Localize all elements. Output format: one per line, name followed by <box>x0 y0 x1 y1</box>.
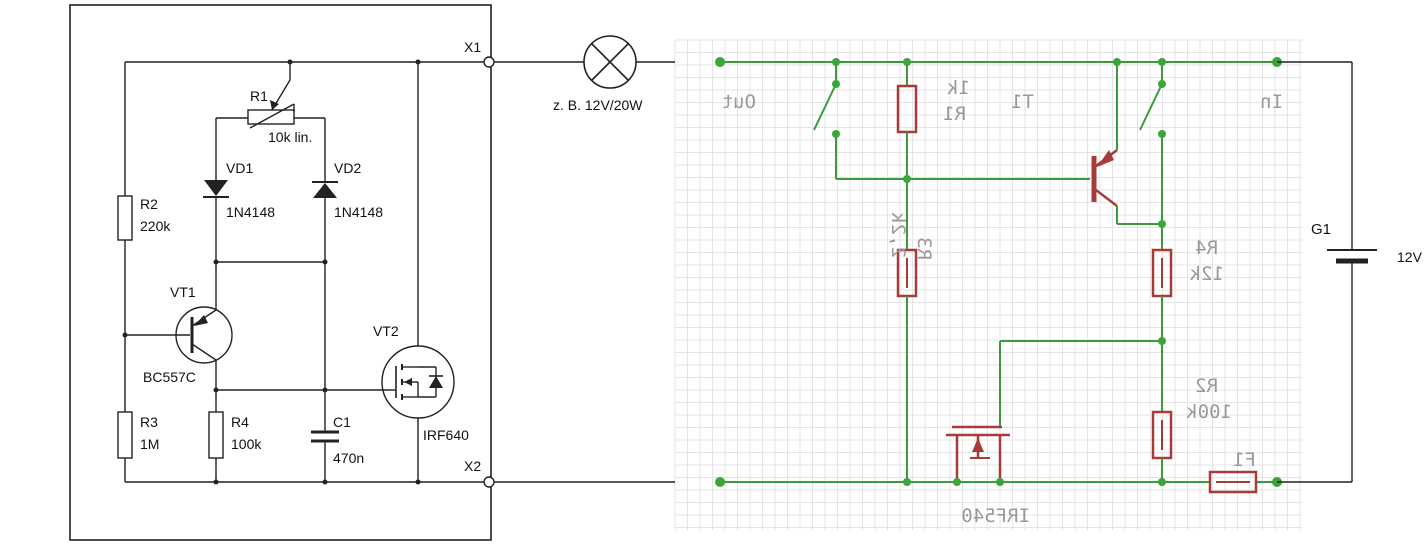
r4-right-label: R4 <box>1195 237 1218 259</box>
breadboard-grid <box>674 39 1302 530</box>
r1-right-value: 1k <box>947 77 970 99</box>
resistor-r2 <box>117 195 133 241</box>
transistor-t1 <box>1091 149 1118 207</box>
r4-value: 100k <box>231 436 262 452</box>
g1-value: 12V <box>1397 249 1423 265</box>
f1-label: F1 <box>1233 449 1256 471</box>
t1-label: T1 <box>1011 91 1034 113</box>
c1-label: C1 <box>333 414 351 430</box>
x2-label: X2 <box>464 458 481 474</box>
irf540-label: IRF540 <box>961 505 1030 527</box>
resistor-r3 <box>117 411 133 459</box>
transistor-vt1 <box>175 306 233 364</box>
r1-right-label: R1 <box>943 103 966 125</box>
x1-label: X1 <box>464 39 481 55</box>
lamp-label: z. B. 12V/20W <box>553 97 643 113</box>
resistor-r1-right <box>896 84 918 134</box>
r2-value: 220k <box>140 218 171 234</box>
r2-label: R2 <box>140 196 158 212</box>
vt2-value: IRF640 <box>423 427 469 443</box>
r3-right-value: 2,2k <box>887 212 909 258</box>
vt1-value: BC557C <box>143 369 196 385</box>
vd1-label: VD1 <box>226 160 253 176</box>
r1-value: 10k lin. <box>268 129 312 145</box>
r1-label: R1 <box>250 88 268 104</box>
vt1-label: VT1 <box>170 284 196 300</box>
r3-right-label: R3 <box>913 237 935 260</box>
c1-value: 470n <box>333 450 364 466</box>
out-label: Out <box>722 91 756 113</box>
g1-label: G1 <box>1311 221 1331 238</box>
r4-right-value: 12k <box>1189 263 1224 285</box>
fuse-f1 <box>1208 470 1258 494</box>
vd1-value: 1N4148 <box>226 204 275 220</box>
vd2-label: VD2 <box>334 160 361 176</box>
right-schematic: Out In 1k R1 T1 2,2k R3 R4 12k R2 100k F… <box>715 57 1283 527</box>
r2-right-label: R2 <box>1195 375 1218 397</box>
vt2-label: VT2 <box>373 323 399 339</box>
mosfet-irf540 <box>946 341 1010 482</box>
enclosure-box <box>69 4 492 541</box>
resistor-r4 <box>208 411 224 459</box>
vd2-value: 1N4148 <box>334 204 383 220</box>
terminal-x1 <box>483 56 495 68</box>
r3-value: 1M <box>140 436 159 452</box>
diode-vd1 <box>204 180 228 196</box>
lamp-icon <box>583 35 637 89</box>
diode-vd2 <box>313 183 337 198</box>
r4-label: R4 <box>231 414 249 430</box>
left-schematic: R2 220k R3 1M VT1 BC557C R4 100k R1 10k … <box>69 4 495 541</box>
terminal-x2 <box>483 476 495 488</box>
battery-g1 <box>1327 249 1377 264</box>
r2-right-value: 100k <box>1186 401 1232 423</box>
r3-label: R3 <box>140 414 158 430</box>
in-label: In <box>1260 91 1283 113</box>
